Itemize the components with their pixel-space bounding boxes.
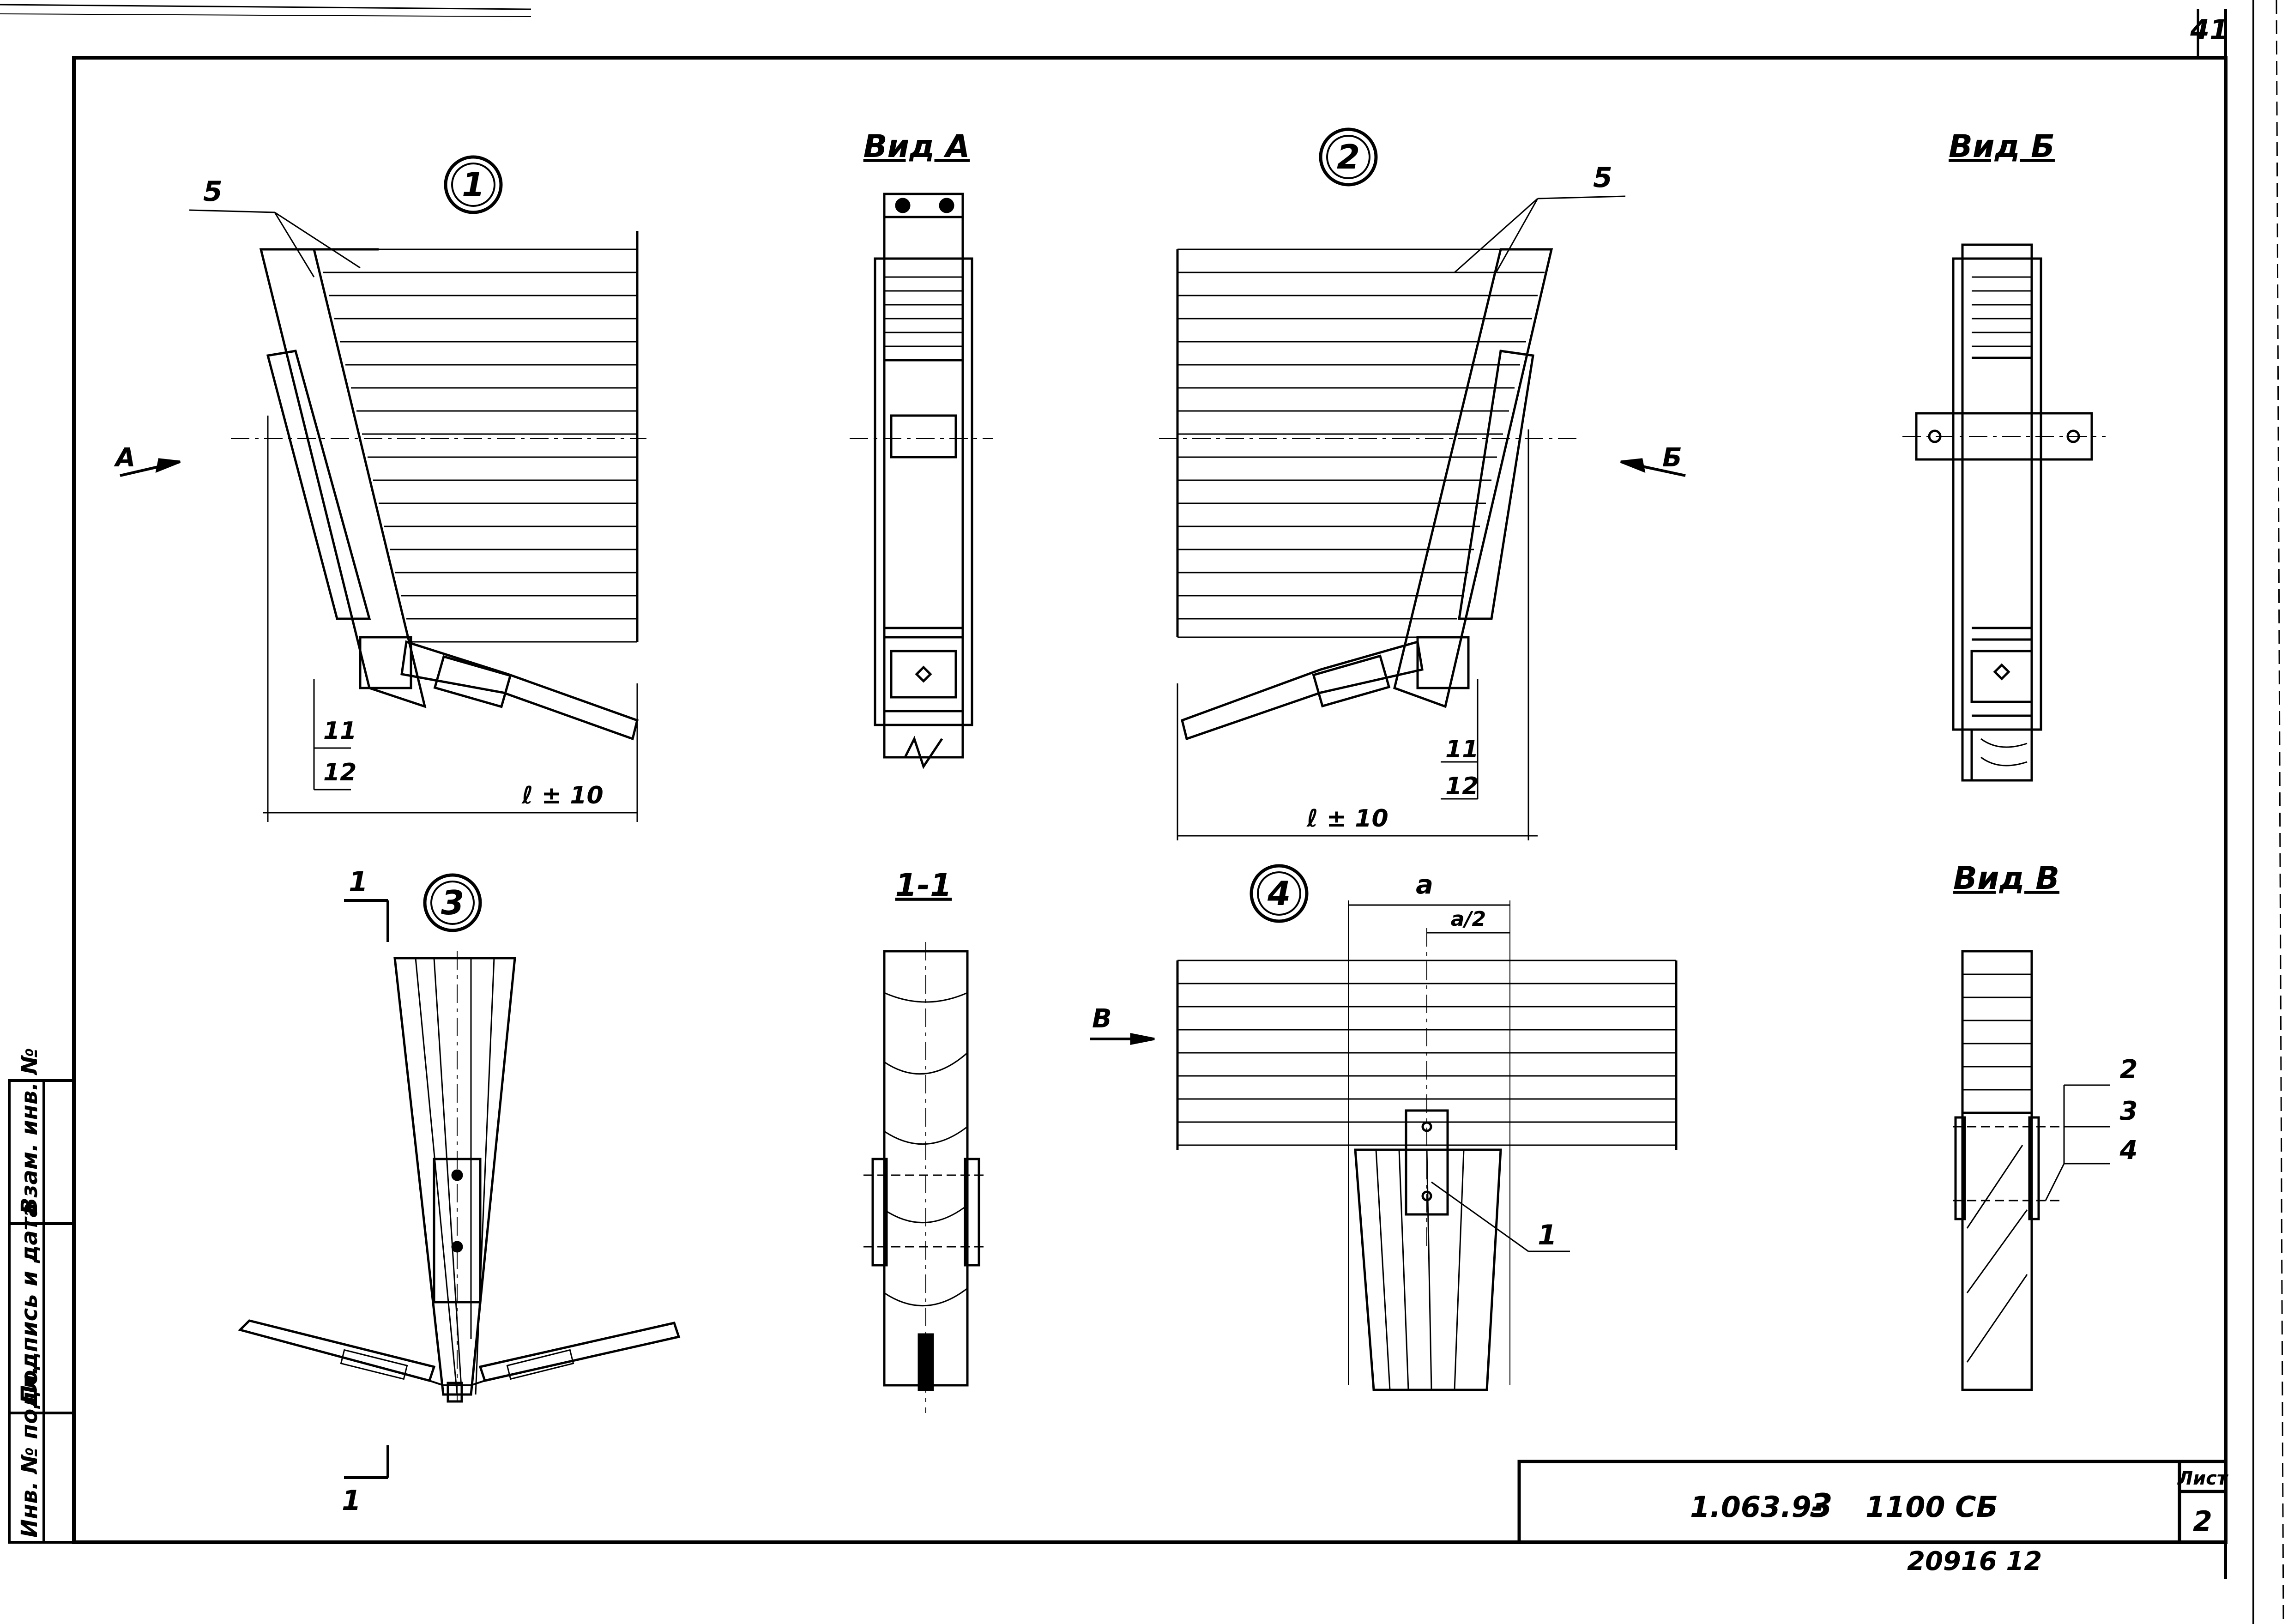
title-code-part2: 3	[1810, 1487, 1833, 1525]
pos-4: 4	[2119, 1135, 2138, 1165]
view-v-title: Вид В	[1953, 860, 2059, 897]
node-1-label: 1	[462, 165, 485, 204]
node-1-drawing	[120, 209, 646, 822]
dim-a: а	[1416, 870, 1433, 900]
pos-11-left: 11	[323, 717, 356, 745]
node-3-drawing	[238, 899, 681, 1479]
pos-1: 1	[1538, 1219, 1557, 1251]
node-3-marker	[423, 873, 482, 932]
section-1-1-title: 1-1	[895, 867, 952, 904]
arrow-b-label: Б	[1662, 443, 1682, 473]
pos-11-right: 11	[1445, 736, 1479, 763]
side-stamp	[8, 1079, 75, 1544]
node-3-label: 3	[441, 883, 464, 922]
node-2-drawing	[1159, 195, 1686, 840]
title-block	[1517, 1460, 2228, 1544]
stamp-vzam: Взам. инв. №	[17, 1048, 42, 1214]
corner-sheet-number: 41	[2190, 14, 2229, 46]
node-2-label: 2	[1337, 138, 1360, 176]
node-4-marker	[1250, 864, 1309, 923]
dim-l-left: ℓ ± 10	[521, 782, 604, 809]
node-4-label: 4	[1267, 874, 1291, 913]
cut-1-bottom: 1	[342, 1485, 361, 1517]
arrow-a-label: А	[114, 443, 135, 473]
pos-12-left: 12	[323, 759, 356, 786]
pos-5-right: 5	[1593, 162, 1612, 194]
pos-2: 2	[2120, 1055, 2138, 1085]
view-b-drawing	[1902, 243, 2106, 782]
title-sheet-label: Лист	[2177, 1468, 2229, 1489]
pos-5-left: 5	[203, 175, 223, 208]
title-sheet-number: 2	[2193, 1505, 2212, 1538]
arrow-v-label: В	[1092, 1004, 1112, 1034]
view-v-drawing	[1953, 950, 2110, 1391]
title-code: 1.063.9-	[1690, 1490, 1823, 1524]
node-4-drawing	[1090, 900, 1678, 1391]
view-a-title: Вид А	[863, 128, 970, 165]
pos-3: 3	[2120, 1096, 2138, 1126]
cut-1-top: 1	[349, 866, 368, 898]
node-1-marker	[444, 155, 503, 214]
title-code-part3: 1100 СБ	[1865, 1490, 1998, 1524]
view-a-drawing	[850, 193, 993, 769]
node-2-marker	[1319, 127, 1378, 187]
pos-12-right: 12	[1445, 773, 1479, 800]
title-bottom-note: 20916 12	[1907, 1546, 2042, 1576]
section-1-1-drawing	[863, 942, 988, 1413]
stamp-inv-podl: Инв. № подл.	[17, 1366, 42, 1538]
stamp-podpis: Подпись и дата	[17, 1202, 42, 1404]
dim-a-half: а/2	[1451, 907, 1486, 931]
view-b-title: Вид Б	[1949, 128, 2055, 165]
dim-l-right: ℓ ± 10	[1306, 805, 1388, 833]
